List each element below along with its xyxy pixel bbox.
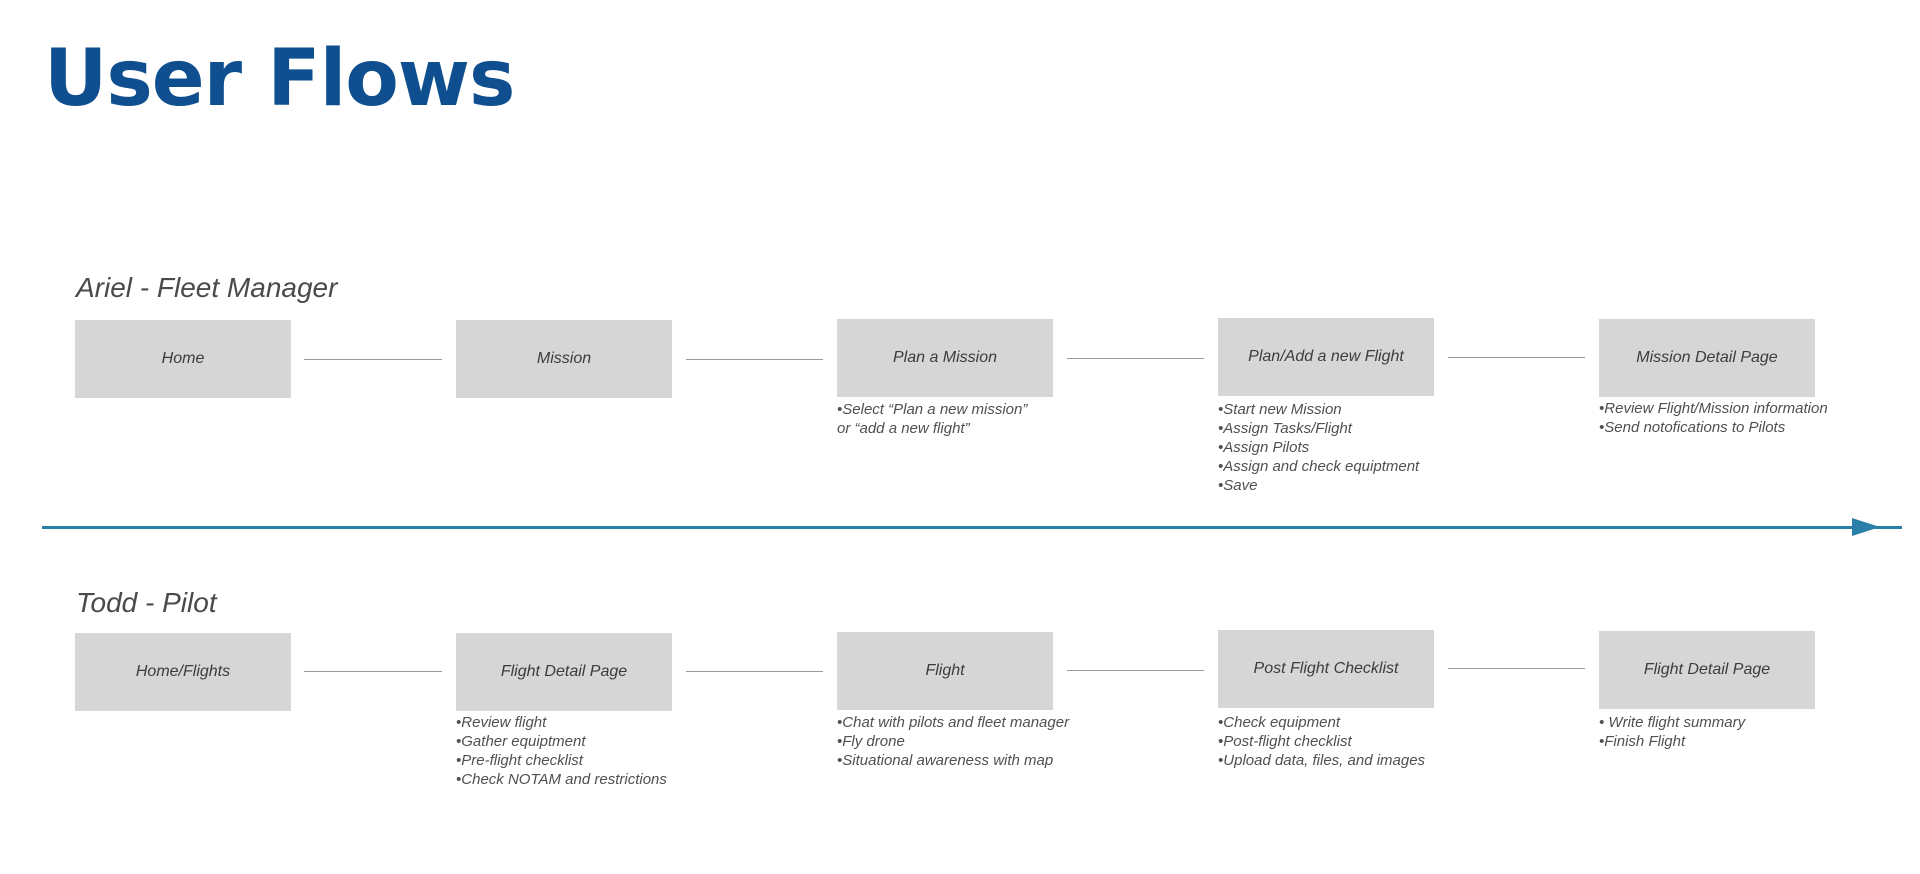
note-item: Review flight	[456, 713, 667, 732]
step-notes: Review Flight/Mission information Send n…	[1599, 399, 1828, 437]
flow-step-plan-a-mission[interactable]: Plan a Mission	[837, 319, 1053, 397]
step-label: Home	[161, 350, 205, 367]
step-label: Flight Detail Page	[1643, 661, 1771, 678]
step-label: Flight Detail Page	[500, 663, 628, 680]
note-item: Chat with pilots and fleet manager	[837, 713, 1069, 732]
note-item: Write flight summary	[1599, 713, 1745, 732]
flow-step-plan-add-flight[interactable]: Plan/Add a new Flight	[1218, 318, 1434, 396]
step-notes: Select “Plan a new mission” or “add a ne…	[837, 400, 1027, 438]
step-notes: Review flight Gather equiptment Pre-flig…	[456, 713, 667, 789]
step-notes: Start new Mission Assign Tasks/Flight As…	[1218, 400, 1419, 495]
step-label: Home/Flights	[135, 663, 231, 680]
flow-connector	[686, 359, 823, 360]
note-item: Start new Mission	[1218, 400, 1419, 419]
flow-step-mission-detail-page[interactable]: Mission Detail Page	[1599, 319, 1815, 397]
step-label: Plan/Add a new Flight	[1248, 348, 1404, 365]
step-notes: Write flight summary Finish Flight	[1599, 713, 1745, 751]
step-notes: Chat with pilots and fleet manager Fly d…	[837, 713, 1069, 770]
flow-connector	[1067, 670, 1204, 671]
flow-step-flight[interactable]: Flight	[837, 632, 1053, 710]
note-text: or “add a new flight”	[837, 420, 970, 437]
note-item: Fly drone	[837, 732, 1069, 751]
timeline-arrow-head-icon	[1852, 518, 1880, 536]
step-label: Post Flight Checklist	[1253, 660, 1399, 677]
flow-connector	[304, 671, 442, 672]
flow-step-home[interactable]: Home	[75, 320, 291, 398]
flow-step-mission[interactable]: Mission	[456, 320, 672, 398]
note-item: Check equipment	[1218, 713, 1425, 732]
note-item: Upload data, files, and images	[1218, 751, 1425, 770]
note-item: Assign Pilots	[1218, 438, 1419, 457]
page-title: User Flows	[44, 34, 515, 124]
flow-step-home-flights[interactable]: Home/Flights	[75, 633, 291, 711]
step-label: Mission	[536, 350, 592, 367]
flow-step-flight-detail-page[interactable]: Flight Detail Page	[456, 633, 672, 711]
note-item: Assign and check equiptment	[1218, 457, 1419, 476]
note-item: Send notofications to Pilots	[1599, 418, 1828, 437]
flow-connector	[1448, 357, 1585, 358]
note-item: Situational awareness with map	[837, 751, 1069, 770]
note-item: Check NOTAM and restrictions	[456, 770, 667, 789]
note-item: Post-flight checklist	[1218, 732, 1425, 751]
lane-title-fleet-manager: Ariel - Fleet Manager	[76, 272, 338, 303]
flow-connector	[1448, 668, 1585, 669]
flow-connector	[686, 671, 823, 672]
flow-connector	[304, 359, 442, 360]
note-item: Assign Tasks/Flight	[1218, 419, 1419, 438]
flow-step-post-flight-checklist[interactable]: Post Flight Checklist	[1218, 630, 1434, 708]
step-label: Mission Detail Page	[1636, 349, 1778, 366]
step-label: Flight	[925, 662, 965, 679]
step-label: Plan a Mission	[892, 349, 998, 366]
note-item: or “add a new flight”	[837, 419, 1027, 438]
flow-connector	[1067, 358, 1204, 359]
note-item: Pre-flight checklist	[456, 751, 667, 770]
step-notes: Check equipment Post-flight checklist Up…	[1218, 713, 1425, 770]
timeline-arrow-line	[42, 526, 1902, 529]
note-item: Finish Flight	[1599, 732, 1745, 751]
flow-step-flight-detail-page-final[interactable]: Flight Detail Page	[1599, 631, 1815, 709]
note-item: Save	[1218, 476, 1419, 495]
note-item: Select “Plan a new mission”	[837, 400, 1027, 419]
note-item: Review Flight/Mission information	[1599, 399, 1827, 418]
lane-title-pilot: Todd - Pilot	[76, 587, 217, 618]
note-item: Gather equiptment	[456, 732, 667, 751]
